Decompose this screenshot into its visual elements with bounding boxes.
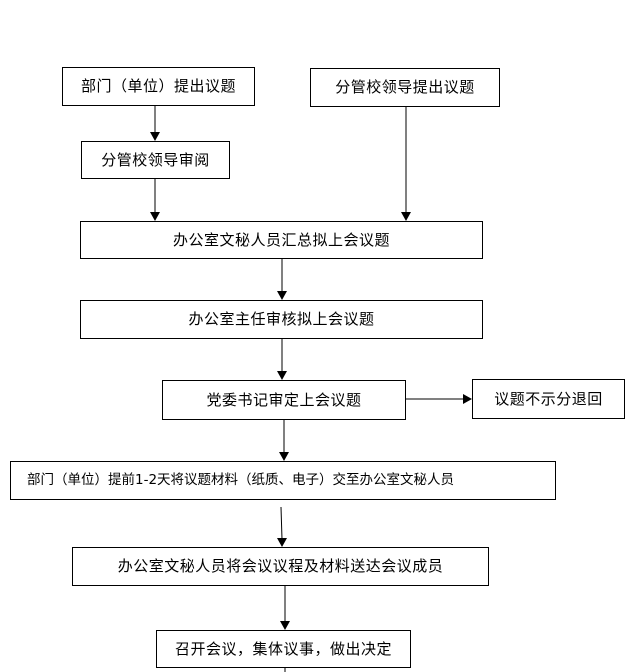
node-submit-materials: 部门（单位）提前1-2天将议题材料（纸质、电子）交至办公室文秘人员 [10,461,556,500]
node-send-agenda: 办公室文秘人员将会议议程及材料送达会议成员 [72,547,489,586]
arrow-submit-to-send-agenda [280,506,283,540]
arrowhead-send-agenda-to-meeting [280,621,290,630]
arrowhead-leader-review-to-compile [150,212,160,221]
arrowhead-director-to-party-secretary [277,371,287,380]
node-director-review: 办公室主任审核拟上会议题 [80,300,483,339]
node-meeting: 召开会议，集体议事，做出决定 [156,630,411,668]
arrowhead-party-secretary-to-submit [279,452,289,461]
node-leader-propose: 分管校领导提出议题 [310,68,500,107]
arrowhead-compile-to-director [277,291,287,300]
arrowhead-party-secretary-to-rejected [463,394,472,404]
node-dept-propose: 部门（单位）提出议题 [62,67,255,106]
node-rejected: 议题不示分退回 [472,379,625,419]
arrowhead-dept-to-leader-review [150,132,160,141]
node-leader-review: 分管校领导审阅 [81,141,230,179]
arrowhead-leader-propose-to-compile [401,212,411,221]
node-secretary-compile: 办公室文秘人员汇总拟上会议题 [80,221,483,259]
arrowhead-submit-to-send-agenda [277,538,287,547]
node-party-secretary: 党委书记审定上会议题 [162,380,406,420]
